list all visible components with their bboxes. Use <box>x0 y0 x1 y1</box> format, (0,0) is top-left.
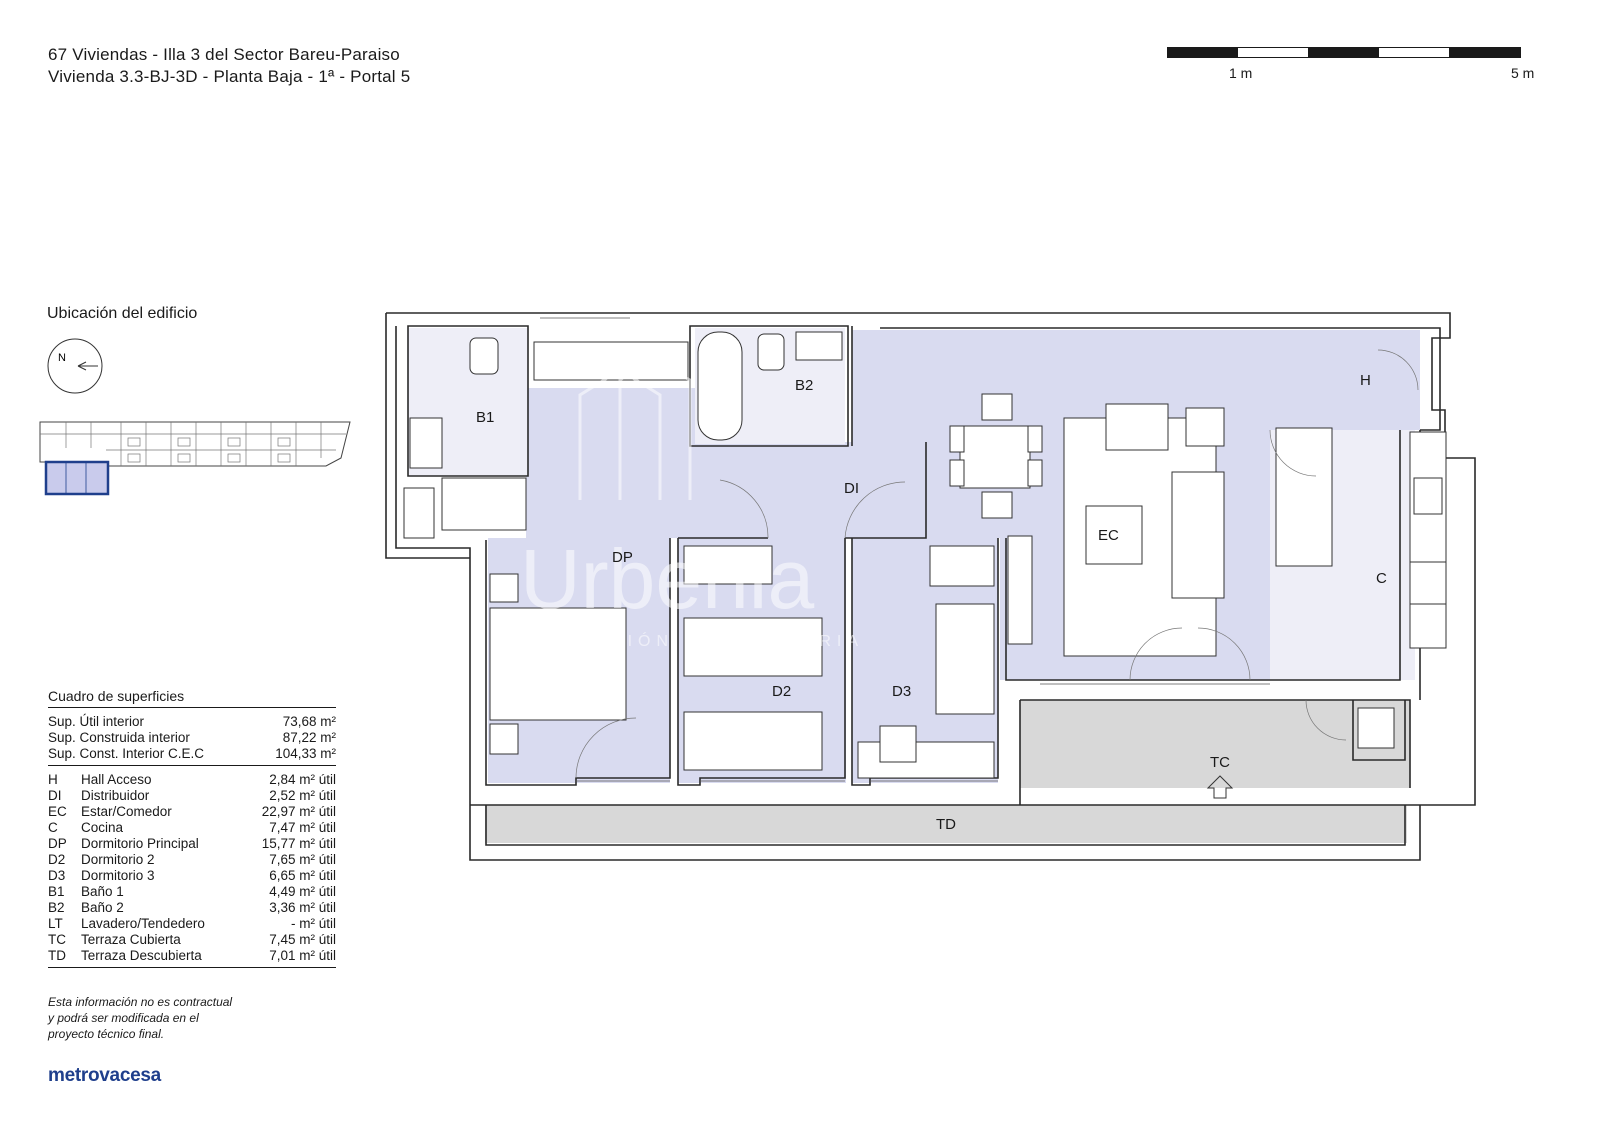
wardrobe-d2 <box>683 545 773 585</box>
project-title: 67 Viviendas - Illa 3 del Sector Bareu-P… <box>48 45 400 64</box>
scale-bar <box>1167 46 1521 58</box>
washer-lt <box>1357 707 1395 749</box>
bed-dp <box>489 607 627 721</box>
watermark-tagline: GESTIÓN INMOBILIARIA <box>560 631 864 650</box>
sofa-ec <box>1171 471 1225 599</box>
room-labels: B1 B2 DI H EC C DP D2 D3 TC TD <box>476 372 1387 833</box>
compass-letter: N <box>58 352 66 364</box>
bed-d2 <box>683 617 823 677</box>
access-arrow-icon <box>1206 775 1234 799</box>
terrace-td-fill <box>485 805 1407 843</box>
label-b1: B1 <box>476 409 494 426</box>
location-title: Ubicación del edificio <box>47 305 198 322</box>
cabinet-b1 <box>403 487 435 539</box>
kitchen-tall-unit <box>1275 427 1333 567</box>
wardrobe-dp <box>533 341 689 381</box>
label-dp: DP <box>612 549 633 566</box>
coffee-table-ec <box>1085 505 1143 565</box>
label-d2: D2 <box>772 683 791 700</box>
disclaimer-text: Esta información no es contractual y pod… <box>48 995 233 1041</box>
nightstand-dp <box>489 723 519 755</box>
dining-chair <box>981 393 1013 421</box>
toilet-b2 <box>757 333 785 371</box>
unit-subtitle: Vivienda 3.3-BJ-3D - Planta Baja - 1ª - … <box>48 67 411 86</box>
armchair-ec <box>1105 403 1169 451</box>
bathtub-b2 <box>697 331 743 441</box>
scale-label-1m: 1 m <box>1229 65 1253 81</box>
sink-b1 <box>409 417 443 469</box>
watermark: Urbenia GESTIÓN INMOBILIARIA <box>520 358 864 650</box>
dining-chair <box>981 491 1013 519</box>
area-table: Cuadro de superficies Sup. Útil interior… <box>48 688 336 968</box>
label-tc: TC <box>1210 754 1230 771</box>
terrace-tc-fill <box>1020 700 1410 788</box>
compass-icon: N <box>46 337 106 397</box>
chair-d3 <box>879 725 917 763</box>
label-b2: B2 <box>795 377 813 394</box>
label-d3: D3 <box>892 683 911 700</box>
brand-logo: metrovacesa <box>48 1065 161 1086</box>
label-ec: EC <box>1098 527 1119 544</box>
cooktop <box>1409 561 1447 605</box>
label-c: C <box>1376 570 1387 587</box>
door-swings <box>575 349 1419 779</box>
bed-d2 <box>683 711 823 771</box>
sink-b2 <box>795 331 843 361</box>
side-table-ec <box>1185 407 1225 447</box>
label-td: TD <box>936 816 956 833</box>
dining-chair <box>949 459 965 487</box>
dining-chair <box>1027 459 1043 487</box>
room-di-fill <box>768 442 926 538</box>
dining-table <box>959 425 1031 489</box>
nightstand-dp <box>489 573 519 603</box>
kitchen-counter <box>1409 431 1447 649</box>
area-table-caption: Cuadro de superficies <box>48 688 336 708</box>
furniture <box>403 331 1447 779</box>
desk-d3 <box>857 741 995 779</box>
window-lines <box>540 317 1270 782</box>
scale-label-5m: 5 m <box>1511 65 1535 81</box>
label-h: H <box>1360 372 1371 389</box>
wardrobe-d3 <box>929 545 995 587</box>
tv-unit-ec <box>1007 535 1033 645</box>
bed-d3 <box>935 603 995 715</box>
toilet-b1 <box>469 337 499 375</box>
shower-b1 <box>441 477 527 531</box>
building-location-map <box>36 418 352 498</box>
dining-chair <box>949 425 965 453</box>
watermark-name: Urbenia <box>520 532 814 626</box>
dining-chair <box>1027 425 1043 453</box>
kitchen-sink <box>1413 477 1443 515</box>
label-di: DI <box>844 480 859 497</box>
